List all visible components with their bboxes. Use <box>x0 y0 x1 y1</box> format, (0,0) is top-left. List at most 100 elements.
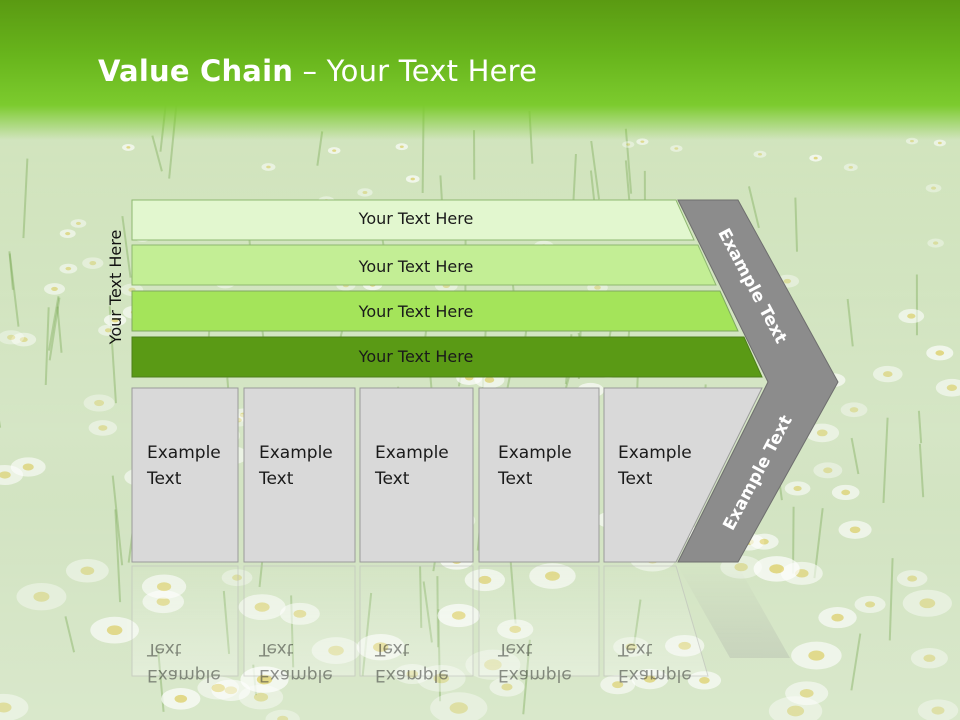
reflection-box <box>359 565 474 677</box>
daisy-flower <box>238 684 284 710</box>
box-text-line1: Example <box>259 443 333 463</box>
daisy-flower <box>430 692 488 720</box>
box-shape <box>359 387 474 563</box>
grass-blade <box>846 298 854 347</box>
title-rest: – Your Text Here <box>293 54 538 88</box>
daisy-flower <box>0 464 24 485</box>
daisy-flower <box>65 558 109 583</box>
title-banner <box>0 0 960 140</box>
daisy-flower <box>749 533 779 550</box>
daisy-flower <box>98 324 119 336</box>
daisy-flower <box>211 679 251 701</box>
daisy-flower <box>831 484 860 501</box>
daisy-flower <box>11 332 37 347</box>
bar-row-1: Your Text Here <box>131 199 695 241</box>
grass-blade <box>882 417 889 504</box>
reflection-text: Text <box>146 639 182 659</box>
daisy-flower <box>925 183 942 193</box>
diagram-reflection: Example Text Example Text Example Text E… <box>131 565 790 685</box>
reflection-text: Text <box>374 639 410 659</box>
reflection-box <box>478 565 600 677</box>
daisy-flower <box>902 589 952 617</box>
daisy-flower <box>122 143 135 151</box>
grass-blade <box>888 558 894 641</box>
daisy-flower <box>70 219 87 228</box>
box-2: Example Text <box>243 387 356 563</box>
reflection-text: Text <box>497 639 533 659</box>
box-shape <box>131 387 239 563</box>
reflection-box <box>243 565 356 677</box>
daisy-flower <box>265 709 300 720</box>
daisy-flower <box>0 330 25 345</box>
grass-blade <box>794 197 799 252</box>
reflection-box <box>603 565 709 677</box>
box-text-line2: Text <box>617 469 653 489</box>
grass-blade <box>44 307 50 386</box>
grass-blade <box>56 306 63 353</box>
grass-blade <box>8 253 20 327</box>
grass-blade <box>47 296 60 351</box>
box-text-line1: Example <box>147 443 221 463</box>
bar-label: Your Text Here <box>358 257 474 276</box>
daisy-flower <box>622 141 635 148</box>
daisy-flower <box>261 163 276 171</box>
grass-blade <box>8 251 14 290</box>
daisy-flower <box>813 462 843 479</box>
box-shape <box>243 387 356 563</box>
daisy-flower <box>670 145 683 152</box>
daisy-flower <box>910 648 948 669</box>
grass-blade <box>114 509 122 603</box>
box-shape <box>603 387 763 563</box>
daisy-flower <box>161 688 201 710</box>
box-text-line1: Example <box>498 443 572 463</box>
grass-blade <box>22 158 29 239</box>
box-text-line2: Text <box>497 469 533 489</box>
daisy-flower <box>809 154 823 162</box>
grass-blade <box>64 616 76 653</box>
daisy-flower <box>16 582 67 611</box>
daisy-flower <box>636 138 649 146</box>
daisy-flower <box>327 147 341 155</box>
grass-blade <box>917 410 923 444</box>
reflection-text: Example <box>618 665 692 685</box>
grass-blade <box>121 215 132 278</box>
daisy-flower <box>917 699 959 720</box>
daisy-flower <box>785 681 829 706</box>
bar-label: Your Text Here <box>358 302 474 321</box>
daisy-flower <box>896 570 928 587</box>
daisy-flower <box>82 257 104 269</box>
reflection-text: Text <box>617 639 653 659</box>
bar-row-4: Your Text Here <box>131 336 763 378</box>
daisy-flower <box>935 378 960 397</box>
daisy-flower <box>791 641 842 670</box>
daisy-flower <box>103 314 127 327</box>
box-4: Example Text <box>478 387 600 563</box>
daisy-flower <box>83 394 115 412</box>
daisy-flower <box>600 675 636 695</box>
daisy-flower <box>489 677 525 697</box>
grass-blade <box>918 443 925 498</box>
bar-shape <box>131 244 717 286</box>
box-text-line1: Example <box>375 443 449 463</box>
reflection-text: Example <box>147 665 221 685</box>
daisy-flower <box>784 481 811 496</box>
reflection-text: Text <box>258 639 294 659</box>
daisy-flower <box>926 345 954 361</box>
daisy-flower <box>395 143 409 151</box>
daisy-flower <box>43 283 66 295</box>
daisy-flower <box>840 402 868 418</box>
daisy-flower <box>818 607 857 629</box>
bar-shape <box>131 290 739 332</box>
box-text-line2: Text <box>146 469 182 489</box>
daisy-flower <box>898 308 925 324</box>
daisy-flower <box>357 188 373 197</box>
grass-blade <box>850 633 862 691</box>
reflection-text: Example <box>375 665 449 685</box>
reflection-chevron <box>678 566 790 658</box>
grass-blade <box>151 135 163 172</box>
box-5: Example Text <box>603 387 763 563</box>
title-bold: Value Chain <box>98 54 294 88</box>
daisy-flower <box>753 556 800 582</box>
box-shape <box>478 387 600 563</box>
